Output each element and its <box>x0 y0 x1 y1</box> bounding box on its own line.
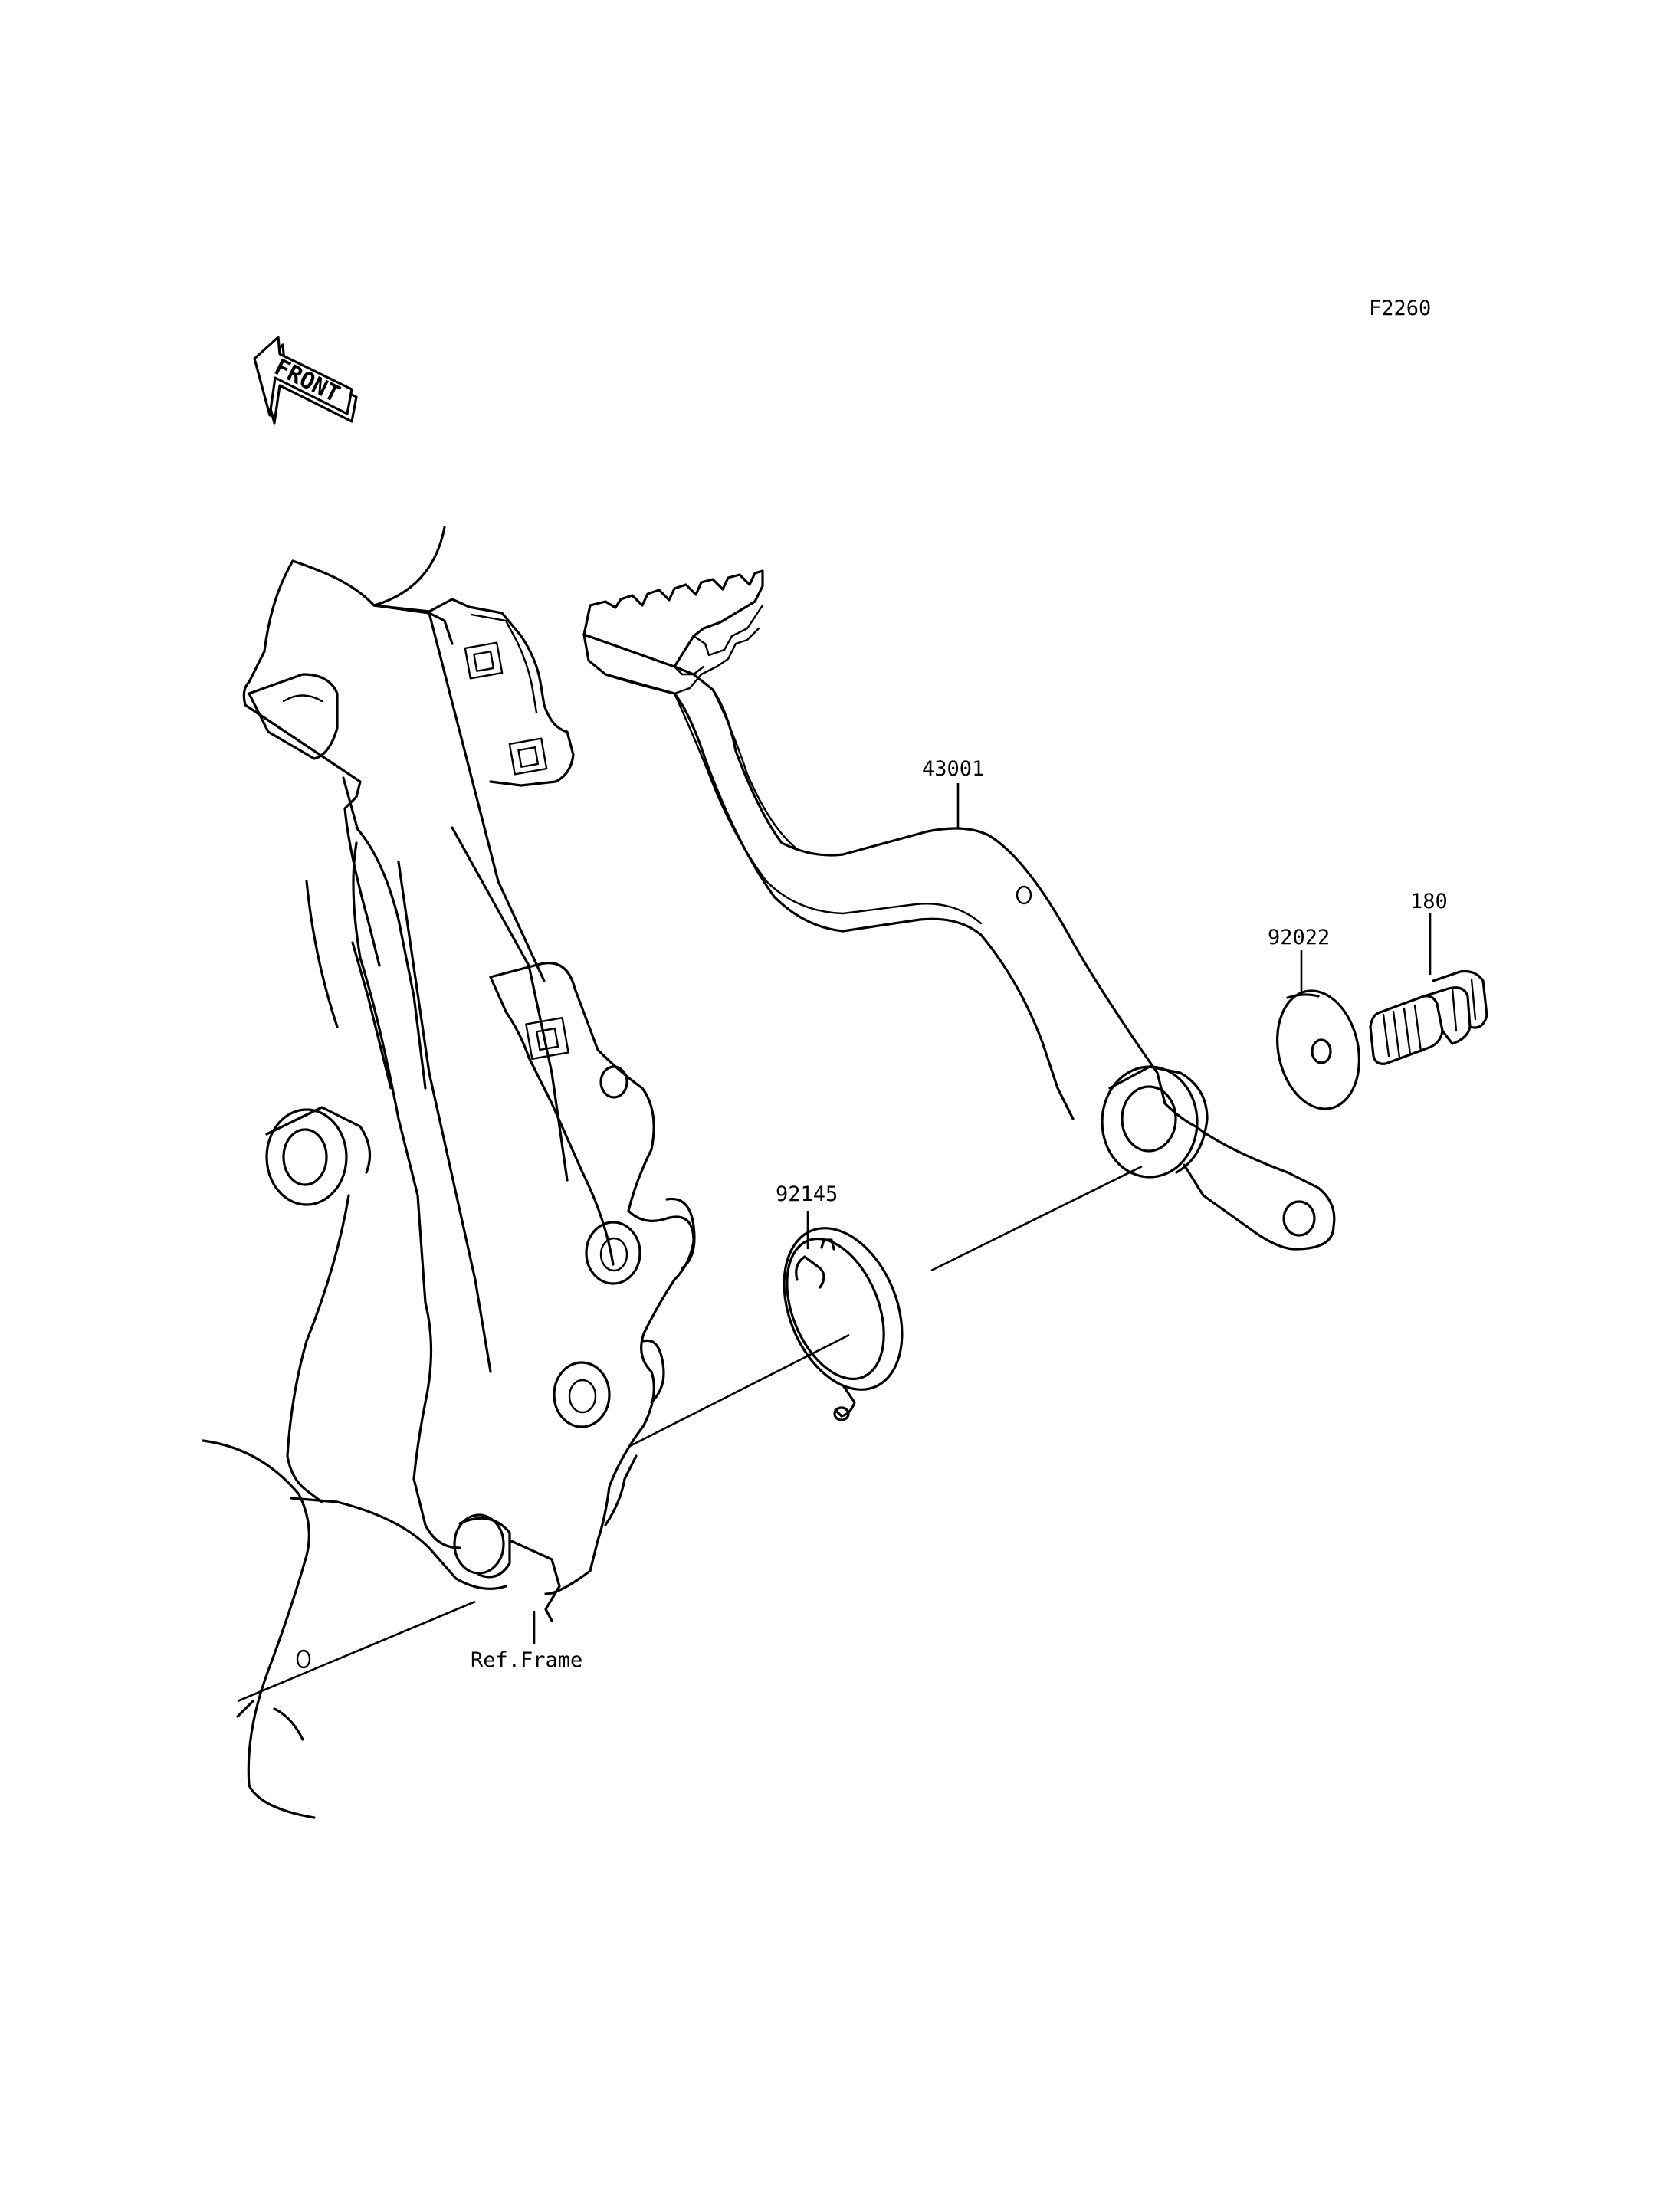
figure-code: F2260 <box>1369 297 1431 320</box>
callout-180: 180 <box>1410 890 1448 913</box>
bolt-180 <box>1369 969 1488 1065</box>
frame-drawing <box>202 526 696 1819</box>
spring-92145 <box>783 1227 904 1421</box>
front-arrow-icon: FRONT <box>253 336 358 425</box>
callout-92145: 92145 <box>776 1182 838 1206</box>
callout-leaders <box>533 783 1432 1644</box>
assembly-axis-lines <box>237 1165 1143 1703</box>
callout-ref-frame: Ref.Frame <box>471 1648 582 1672</box>
washer-92022 <box>1276 989 1360 1110</box>
callout-43001: 43001 <box>922 757 984 781</box>
callout-92022: 92022 <box>1268 926 1330 949</box>
brake-pedal-43001 <box>582 569 1336 1251</box>
